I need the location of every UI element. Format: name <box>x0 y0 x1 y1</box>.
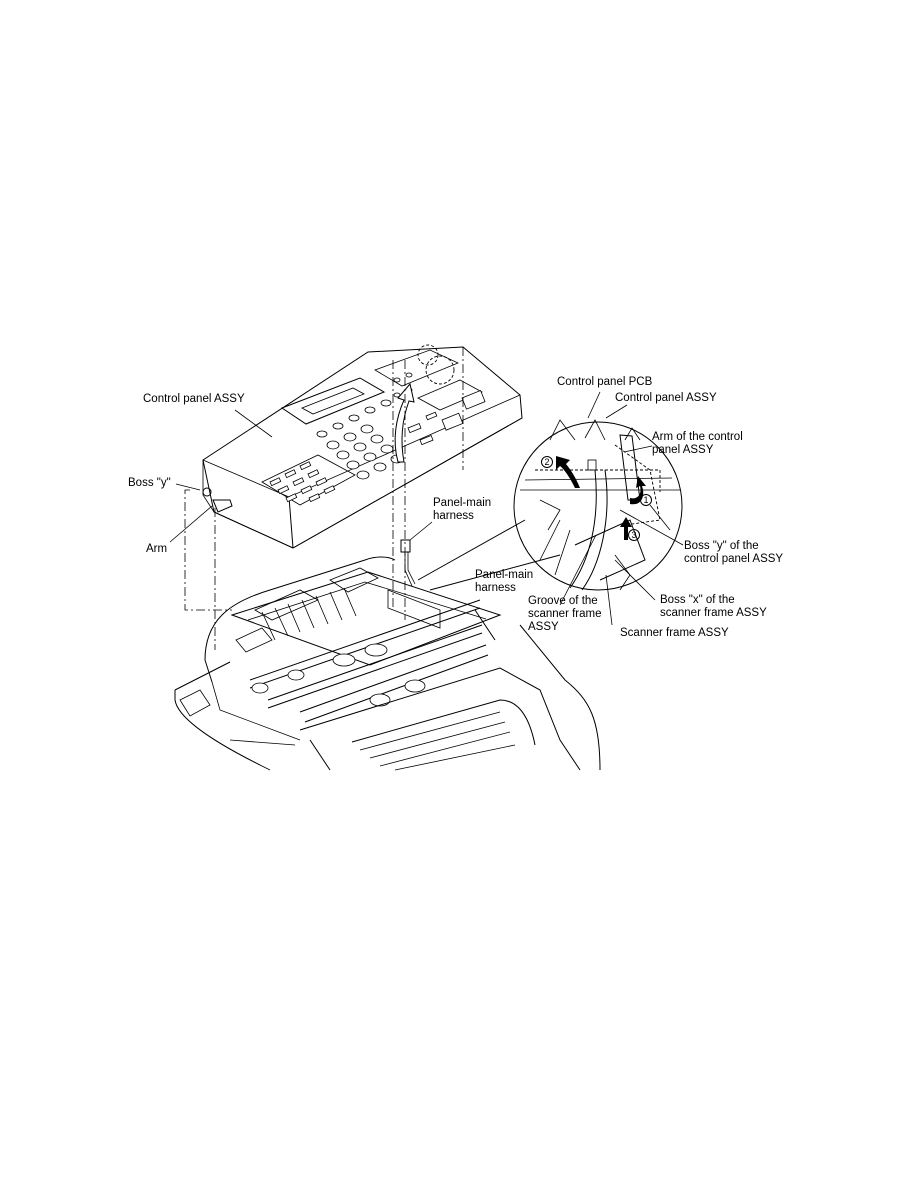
scanner-rollers <box>249 599 489 723</box>
label-boss-x-of-scanner-frame: Boss "x" of the scanner frame ASSY <box>660 594 767 620</box>
one-touch-keys <box>261 454 356 506</box>
boss-y <box>202 487 212 497</box>
label-control-panel-pcb: Control panel PCB <box>557 376 653 388</box>
arm <box>212 499 233 513</box>
label-boss-x-of-scanner-frame-line1: Boss "x" of the <box>660 594 735 606</box>
label-groove-of-scanner-frame-line3: ASSY <box>528 621 559 633</box>
step-3-number: 3 <box>631 530 636 540</box>
lift-arrow <box>394 382 415 463</box>
label-arm-of-control-panel: Arm of the control panel ASSY <box>652 431 743 457</box>
label-arm-of-control-panel-line2: panel ASSY <box>652 444 714 456</box>
label-boss-x-of-scanner-frame-line2: scanner frame ASSY <box>660 607 767 619</box>
label-scanner-frame-assy: Scanner frame ASSY <box>620 627 729 639</box>
label-boss-y-of-control-panel: Boss "y" of the control panel ASSY <box>684 540 783 566</box>
arrow-step-3 <box>620 517 632 540</box>
label-groove-of-scanner-frame-line2: scanner frame <box>528 608 602 620</box>
label-panel-main-harness-detail: Panel-main harness <box>475 569 533 595</box>
step-3-marker: 3 <box>628 529 640 541</box>
step-2-marker: 2 <box>541 456 553 468</box>
arrow-step-1 <box>630 476 646 505</box>
label-control-panel-assy-detail: Control panel ASSY <box>615 392 717 404</box>
label-groove-of-scanner-frame-line1: Groove of the <box>528 595 598 607</box>
alignment-lines <box>184 347 464 650</box>
panel-main-harness <box>400 539 416 587</box>
step-1-marker: 1 <box>640 494 652 506</box>
lcd-display <box>280 377 386 425</box>
label-boss-y: Boss "y" <box>128 477 171 489</box>
label-panel-main-harness-top: Panel-main harness <box>433 497 491 523</box>
label-boss-y-of-control-panel-line1: Boss "y" of the <box>684 540 759 552</box>
label-arm: Arm <box>146 543 168 555</box>
label-panel-main-harness-top-line1: Panel-main <box>433 497 492 509</box>
label-panel-main-harness-detail-line1: Panel-main <box>475 569 534 581</box>
label-panel-main-harness-top-line2: harness <box>433 510 474 522</box>
arrow-step-2 <box>556 456 580 488</box>
label-arm-of-control-panel-line1: Arm of the control <box>652 431 743 443</box>
machine-body <box>174 556 601 771</box>
label-control-panel-assy: Control panel ASSY <box>143 393 245 405</box>
leader-lines <box>169 391 684 626</box>
step-1-number: 1 <box>643 495 648 505</box>
dial-pad <box>316 399 404 480</box>
control-panel-assy <box>202 344 523 549</box>
label-groove-of-scanner-frame: Groove of the scanner frame ASSY <box>528 595 602 634</box>
step-2-number: 2 <box>544 457 549 467</box>
label-boss-y-of-control-panel-line2: control panel ASSY <box>684 553 784 565</box>
function-keys <box>374 344 486 446</box>
label-panel-main-harness-detail-line2: harness <box>475 582 516 594</box>
